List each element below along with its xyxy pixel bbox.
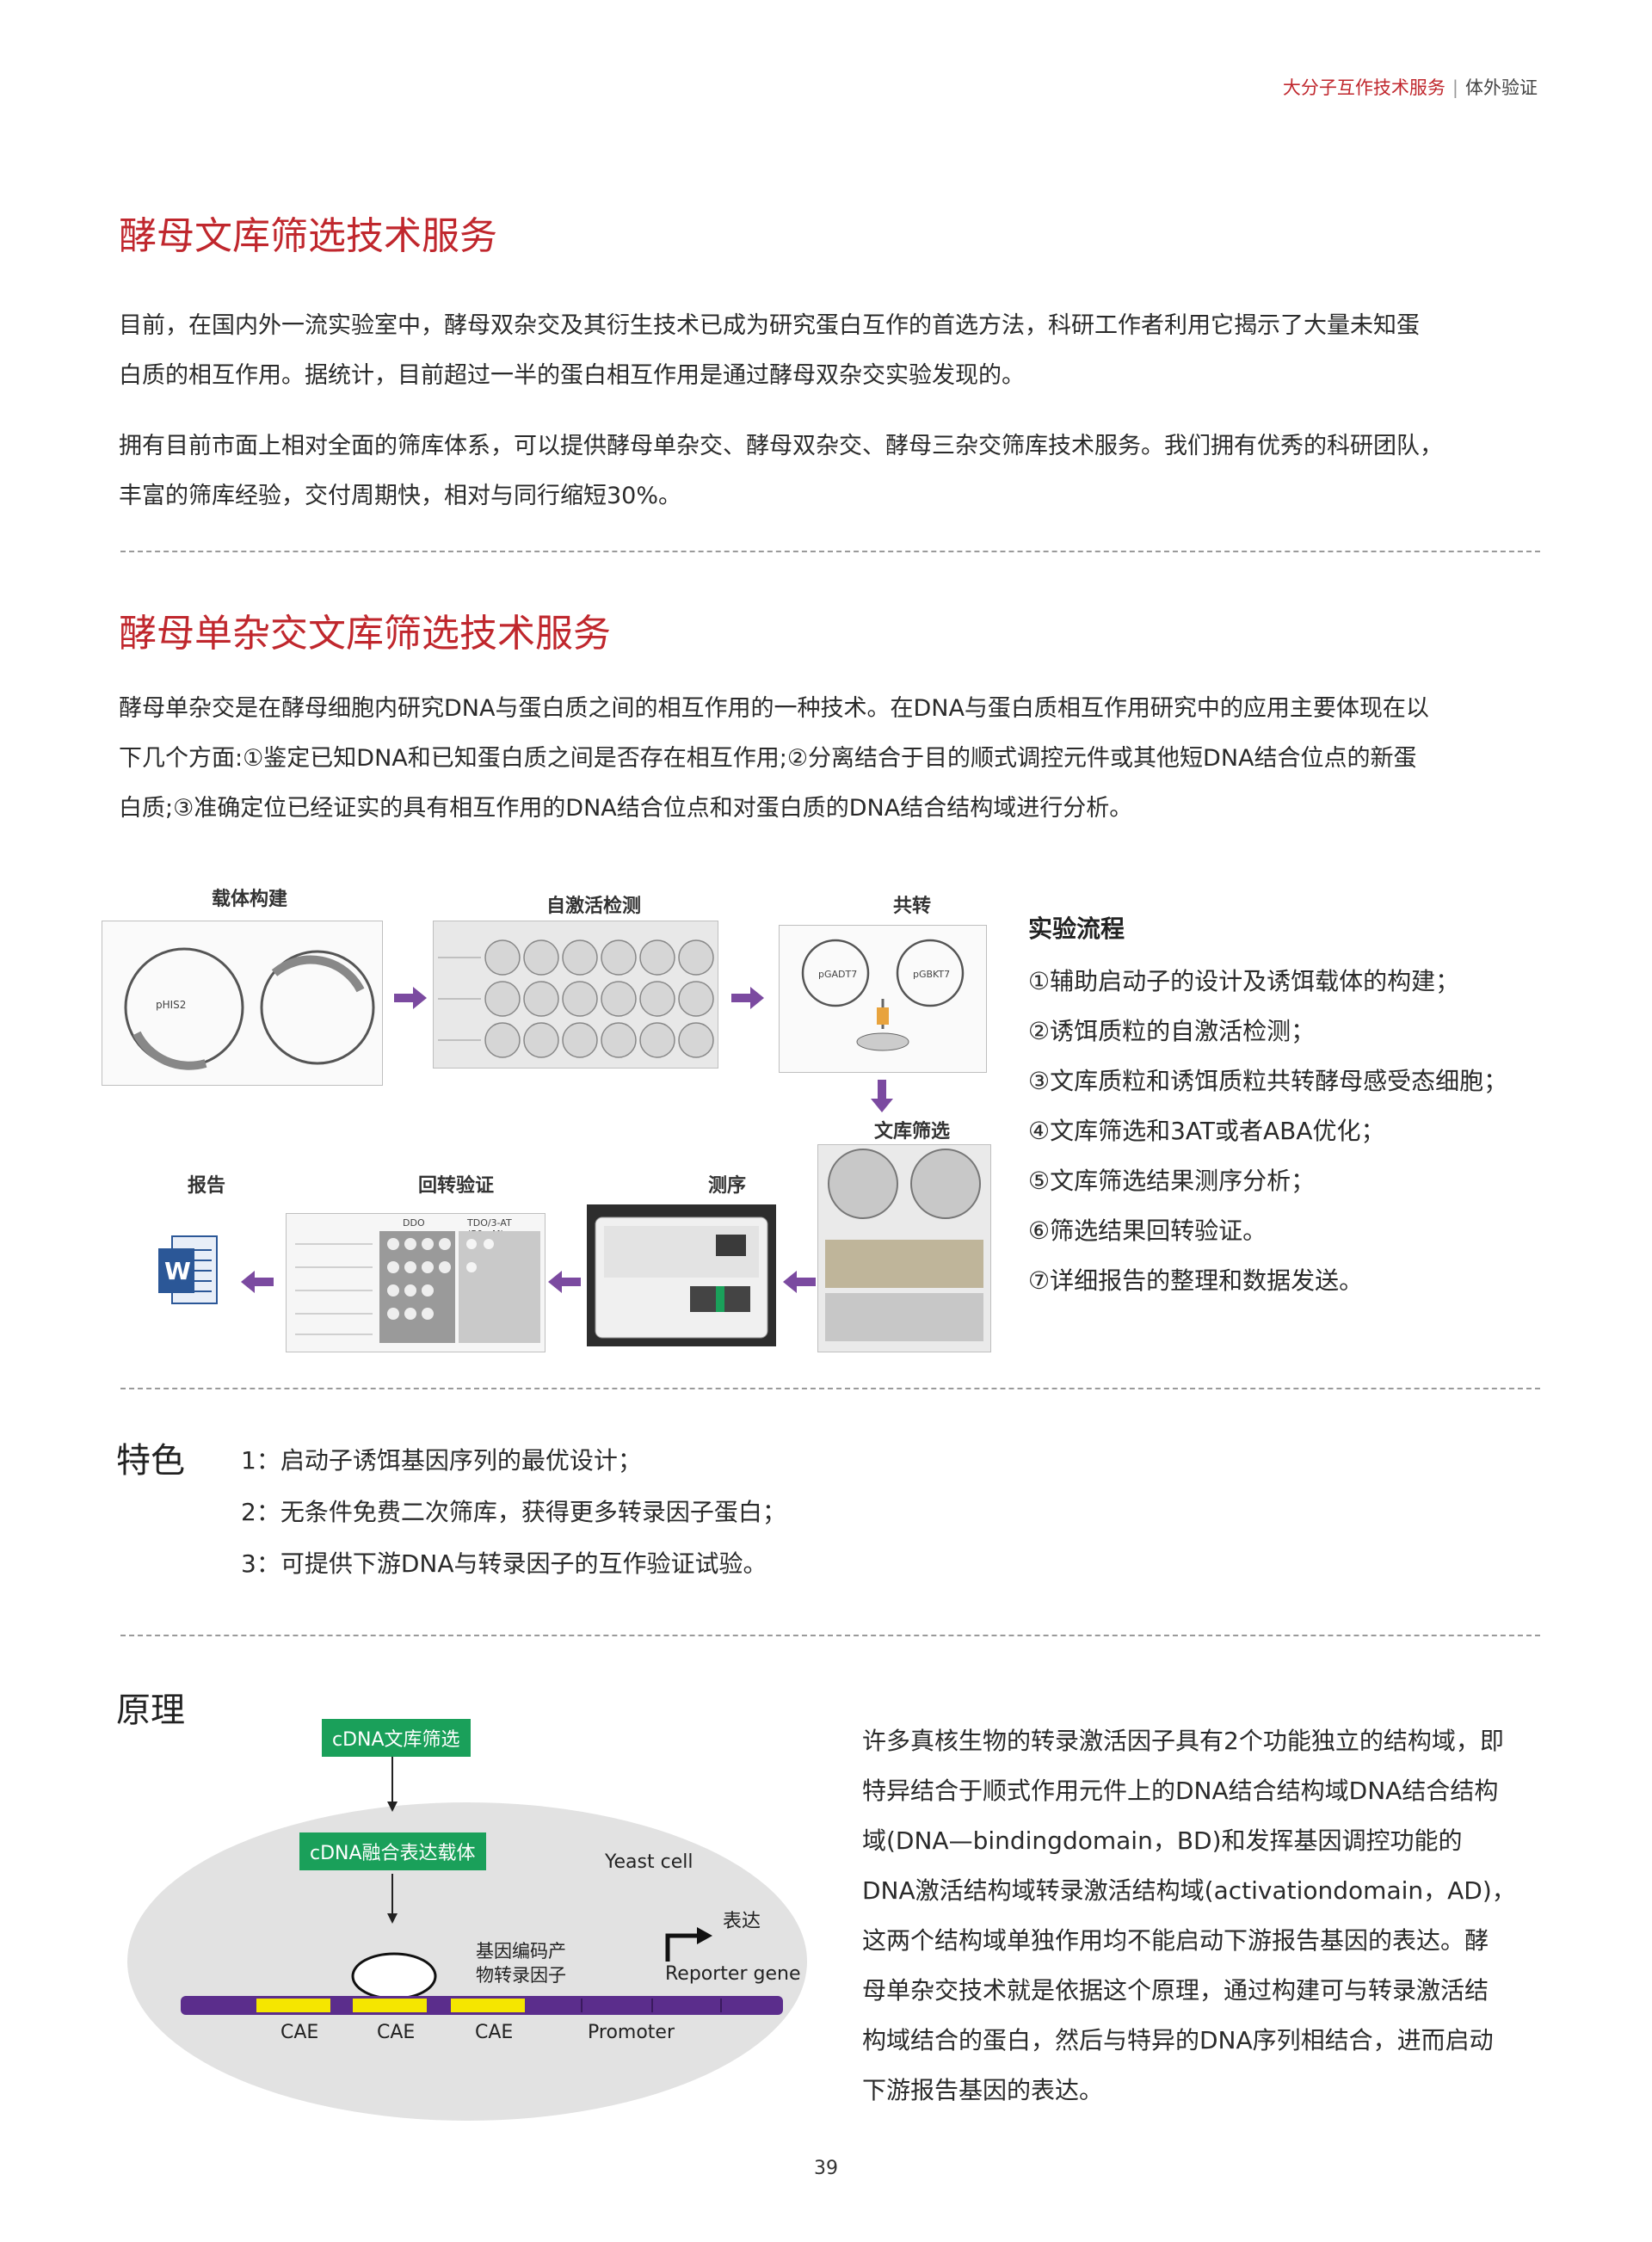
cotransform-image: pGADT7 pGBKT7: [779, 925, 987, 1073]
plasmid-ad-label: pGADT7: [818, 969, 858, 980]
section1-para2-line2: 丰富的筛库经验，交付周期快，相对与同行缩短30%。: [119, 483, 682, 509]
section2-line2: 下几个方面:①鉴定已知DNA和已知蛋白质之间是否存在相互作用;②分离结合于目的顺…: [119, 745, 1417, 772]
principle-line: 许多真核生物的转录激活因子具有2个功能独立的结构域，即: [862, 1727, 1504, 1755]
promoter-label: Promoter: [588, 2022, 675, 2043]
plasmid-bd-label: pGBKT7: [913, 969, 951, 980]
yeast-cell-label: Yeast cell: [605, 1851, 693, 1873]
section1-para2-line1: 拥有目前市面上相对全面的筛库体系，可以提供酵母单杂交、酵母双杂交、酵母三杂交筛库…: [119, 433, 1443, 459]
workflow-step: ⑦详细报告的整理和数据发送。: [1028, 1266, 1364, 1295]
header-separator: |: [1452, 77, 1458, 98]
verification-image: DDO TDO/3-AT (50mM): [286, 1213, 546, 1352]
header-section: 大分子互作技术服务: [1282, 77, 1446, 98]
sequencer-image: [587, 1204, 776, 1346]
label-verification: 回转验证: [417, 1175, 494, 1197]
header-subsection: 体外验证: [1465, 77, 1538, 98]
library-screening-image: [817, 1144, 991, 1352]
features-heading: 特色: [116, 1441, 185, 1481]
autoactivation-plate-image: [433, 921, 718, 1069]
label-sequencing: 测序: [707, 1175, 746, 1197]
yeast-cell-graphic: [127, 1757, 807, 2121]
feature-item: 3：可提供下游DNA与转录因子的互作验证试验。: [241, 1549, 767, 1578]
divider: [120, 1388, 1540, 1389]
principle-line: 母单杂交技术就是依据这个原理，通过构建可与转录激活结: [862, 1976, 1489, 2005]
label-screening: 文库筛选: [873, 1121, 950, 1143]
plasmid-map-graphic: [124, 947, 375, 1070]
ddo-label: DDO: [403, 1217, 425, 1229]
workflow-step: ②诱饵质粒的自激活检测；: [1028, 1017, 1316, 1045]
reporter-gene-label: Reporter gene: [665, 1963, 801, 1985]
workflow-step: ①辅助启动子的设计及诱饵载体的构建；: [1028, 967, 1460, 995]
running-header: 大分子互作技术服务 | 体外验证: [1283, 74, 1538, 100]
cdna-library-box: cDNA文库筛选: [322, 1719, 471, 1757]
label-vector: 载体构建: [211, 889, 287, 910]
arrow-right-icon: [394, 987, 427, 1009]
section2-title: 酵母单杂交文库筛选技术服务: [119, 612, 611, 656]
principle-diagram: cDNA文库筛选 cDNA融合表达载体 Yeast cell 表达 基因编码产 …: [127, 1712, 816, 2125]
section2-line1: 酵母单杂交是在酵母细胞内研究DNA与蛋白质之间的相互作用的一种技术。在DNA与蛋…: [119, 695, 1429, 722]
divider: [120, 1635, 1540, 1636]
feature-item: 1：启动子诱饵基因序列的最优设计；: [241, 1446, 642, 1475]
arrow-left-icon: [241, 1271, 274, 1293]
workflow-step: ⑤文库筛选结果测序分析；: [1028, 1167, 1316, 1195]
arrow-right-icon: [731, 987, 764, 1009]
section1-title: 酵母文库筛选技术服务: [119, 214, 497, 258]
principle-text: 许多真核生物的转录激活因子具有2个功能独立的结构域，即 特异结合于顺式作用元件上…: [862, 1716, 1542, 2116]
arrow-left-icon: [783, 1271, 816, 1293]
workflow-step: ④文库筛选和3AT或者ABA优化；: [1028, 1117, 1385, 1145]
cae-label: CAE: [475, 2022, 514, 2043]
cotransform-graphic: [801, 939, 965, 1051]
vector-map-image: pHIS2: [102, 921, 383, 1086]
principle-line: 构域结合的蛋白，然后与特异的DNA序列相结合，进而启动: [862, 2026, 1494, 2054]
tf-label-line2: 物转录因子: [476, 1965, 566, 1986]
cae-label: CAE: [377, 2022, 416, 2043]
cae-label: CAE: [280, 2022, 319, 2043]
section1-para1-line1: 目前，在国内外一流实验室中，酵母双杂交及其衍生技术已成为研究蛋白互作的首选方法，…: [119, 312, 1420, 339]
section1-para1-line2: 白质的相互作用。据统计，目前超过一半的蛋白相互作用是通过酵母双杂交实验发现的。: [119, 362, 1025, 389]
label-report: 报告: [187, 1175, 225, 1197]
plate-grid-graphic: [438, 939, 714, 1058]
workflow-step: ⑥筛选结果回转验证。: [1028, 1216, 1267, 1245]
principle-line: DNA激活结构域转录激活结构域(activationdomain，AD)，: [862, 1876, 1516, 1905]
word-document-icon: W: [157, 1233, 219, 1307]
principle-line: 域(DNA—bindingdomain，BD)和发挥基因调控功能的: [862, 1826, 1463, 1855]
spot-assay-graphic: [295, 1231, 540, 1343]
principle-line: 下游报告基因的表达。: [862, 2076, 1104, 2104]
arrow-left-icon: [548, 1271, 581, 1293]
label-cotransform: 共转: [892, 896, 931, 917]
word-letter: W: [164, 1257, 191, 1285]
expression-label: 表达: [723, 1911, 761, 1932]
workflow-title: 实验流程: [1028, 915, 1125, 943]
principle-line: 这两个结构域单独作用均不能启动下游报告基因的表达。酵: [862, 1926, 1489, 1955]
principle-line: 特异结合于顺式作用元件上的DNA结合结构域DNA结合结构: [862, 1777, 1499, 1805]
tf-label-line1: 基因编码产: [476, 1941, 566, 1962]
principle-heading: 原理: [116, 1691, 185, 1730]
vector-name: pHIS2: [156, 999, 187, 1011]
sequencer-graphic: [595, 1216, 768, 1339]
divider: [120, 551, 1540, 552]
cdna-fusion-vector-box: cDNA融合表达载体: [299, 1832, 486, 1870]
workflow-step: ③文库质粒和诱饵质粒共转酵母感受态细胞；: [1028, 1067, 1508, 1095]
page-number: 39: [814, 2158, 838, 2179]
label-autoactivation: 自激活检测: [546, 896, 641, 917]
screening-plates-graphic: [825, 1149, 983, 1341]
workflow-figure: 载体构建 自激活检测 共转 文库筛选 测序 回转验证 报告 pHIS2: [95, 873, 998, 1355]
feature-item: 2：无条件免费二次筛库，获得更多转录因子蛋白；: [241, 1498, 786, 1526]
arrow-down-icon: [871, 1080, 893, 1112]
section2-line3: 白质;③准确定位已经证实的具有相互作用的DNA结合位点和对蛋白质的DNA结合结构…: [119, 795, 1133, 822]
